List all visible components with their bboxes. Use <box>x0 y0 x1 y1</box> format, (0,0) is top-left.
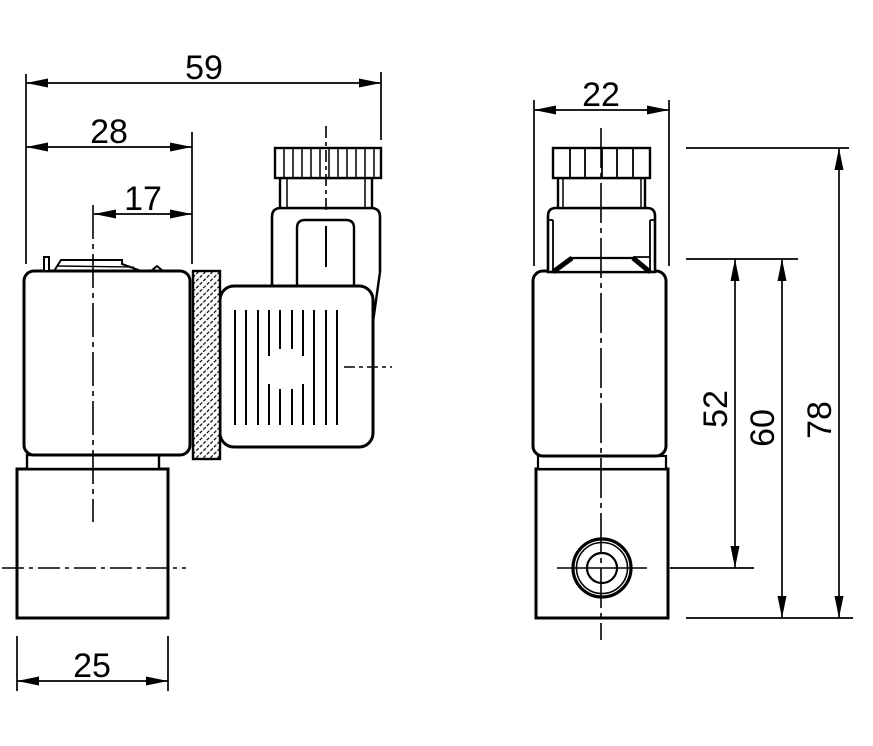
screw-housing <box>295 218 356 286</box>
dim-text-28: 28 <box>90 113 128 151</box>
dim-text-59: 59 <box>185 49 223 87</box>
arrowhead <box>534 105 556 115</box>
adapter-band-front <box>536 454 668 471</box>
arrowhead <box>170 209 192 219</box>
coil-body-front <box>531 269 668 458</box>
connector-ribs <box>234 310 338 425</box>
coil-body-side <box>22 269 192 457</box>
dimension-labels: 59 28 17 25 22 52 60 78 <box>73 49 839 685</box>
arrowhead <box>26 78 48 88</box>
arrowhead <box>647 105 669 115</box>
port <box>557 537 647 599</box>
arrowhead <box>170 142 192 152</box>
connector-chamfer <box>371 271 382 323</box>
dimensions-side-view <box>16 72 382 691</box>
terminal-pin <box>43 256 50 272</box>
arrowhead <box>17 676 39 686</box>
arrowhead <box>730 546 740 568</box>
mounting-plate-hatched <box>191 269 222 461</box>
arrowhead <box>94 209 116 219</box>
knurl-lines-side <box>283 148 375 178</box>
arrowhead <box>834 148 844 170</box>
arrowhead <box>359 78 381 88</box>
coil-top-details <box>43 256 164 272</box>
arrowhead <box>26 142 48 152</box>
side-view-centerlines <box>2 126 392 569</box>
connector-inner-walls <box>548 219 655 272</box>
seal-slant-left <box>551 255 574 275</box>
arrowhead <box>730 259 740 281</box>
dim-text-25: 25 <box>73 647 111 685</box>
dim-text-22: 22 <box>582 76 620 114</box>
seal-slant-right <box>631 256 652 274</box>
side-view <box>2 126 392 620</box>
dim-text-78: 78 <box>801 401 839 439</box>
knurl-lines-front <box>569 148 634 178</box>
dimensions-front-view <box>533 100 853 619</box>
arrowhead <box>777 596 787 618</box>
arrowhead <box>777 259 787 281</box>
dim-text-52: 52 <box>697 390 735 428</box>
dim-text-60: 60 <box>744 409 782 447</box>
arrowhead <box>146 676 168 686</box>
top-bump <box>150 264 164 272</box>
arrowhead <box>834 596 844 618</box>
front-view <box>531 128 670 640</box>
dim-text-17: 17 <box>124 180 162 218</box>
